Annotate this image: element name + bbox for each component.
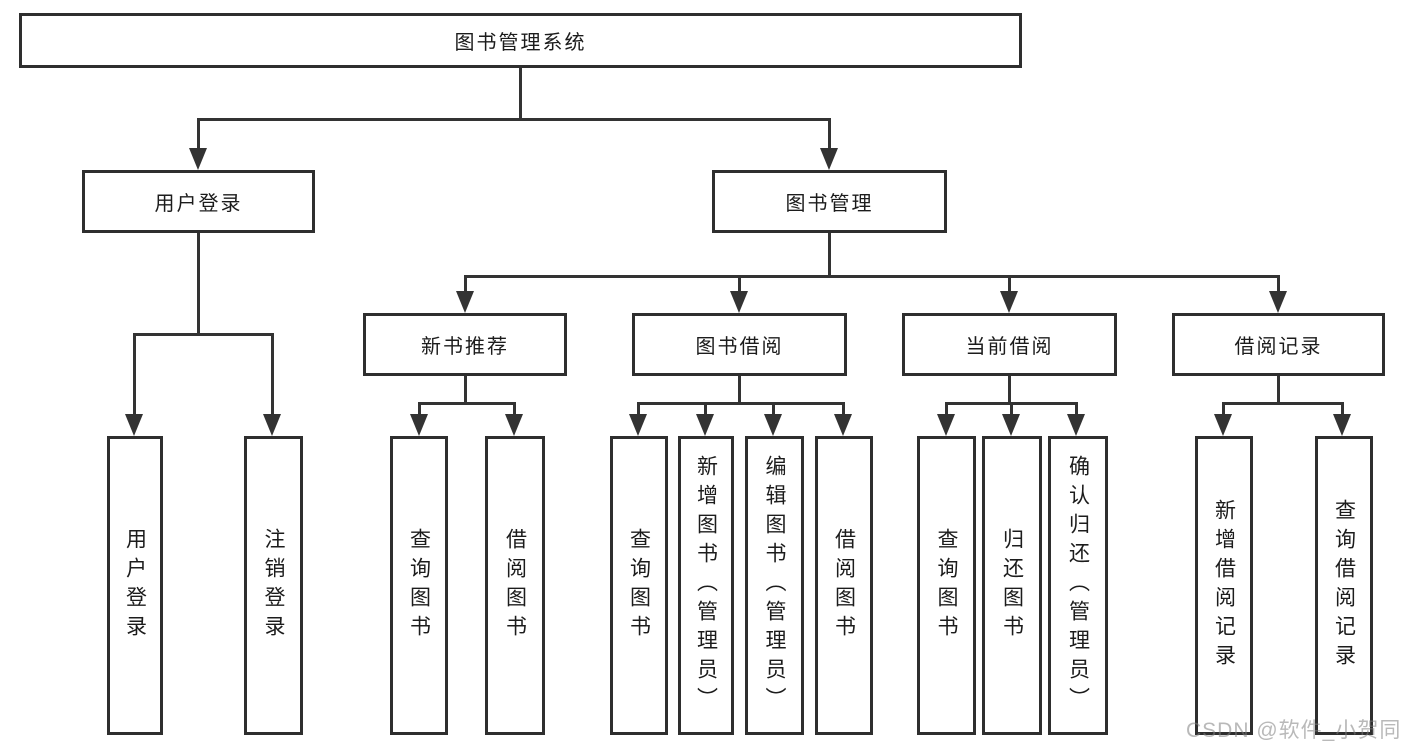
arrowhead-icon — [125, 414, 143, 436]
connector-line — [1222, 402, 1225, 414]
connector-line — [1277, 376, 1280, 405]
leaf-return-books: 归还图书 — [982, 436, 1042, 735]
connector-line — [1008, 376, 1011, 405]
connector-line — [197, 118, 830, 121]
arrowhead-icon — [1002, 414, 1020, 436]
connector-line — [464, 275, 1279, 278]
connector-line — [738, 275, 741, 293]
leaf-add-borrow-record: 新增借阅记录 — [1195, 436, 1253, 735]
leaf-edit-books-admin: 编辑图书（管理员） — [745, 436, 804, 735]
leaf-confirm-return-admin: 确认归还（管理员） — [1048, 436, 1108, 735]
node-borrow-records: 借阅记录 — [1172, 313, 1385, 376]
arrowhead-icon — [1214, 414, 1232, 436]
node-root-library-system: 图书管理系统 — [19, 13, 1022, 68]
connector-line — [1010, 402, 1013, 414]
connector-line — [637, 402, 640, 414]
connector-line — [828, 233, 831, 278]
node-user-login: 用户登录 — [82, 170, 315, 233]
leaf-query-borrow-record: 查询借阅记录 — [1315, 436, 1373, 735]
connector-line — [197, 118, 200, 148]
leaf-query-books-borrow: 查询图书 — [610, 436, 668, 735]
connector-line — [945, 402, 948, 414]
connector-line — [704, 402, 707, 414]
leaf-borrow-books-recommend: 借阅图书 — [485, 436, 545, 735]
connector-line — [271, 333, 274, 414]
arrowhead-icon — [730, 291, 748, 313]
connector-line — [1075, 402, 1078, 414]
arrowhead-icon — [764, 414, 782, 436]
connector-line — [1222, 402, 1343, 405]
node-new-book-recommend: 新书推荐 — [363, 313, 567, 376]
connector-line — [519, 68, 522, 120]
arrowhead-icon — [505, 414, 523, 436]
arrowhead-icon — [1333, 414, 1351, 436]
leaf-add-books-admin: 新增图书（管理员） — [678, 436, 734, 735]
connector-line — [464, 275, 467, 293]
connector-line — [637, 402, 844, 405]
node-current-borrow: 当前借阅 — [902, 313, 1117, 376]
connector-line — [1008, 275, 1011, 293]
connector-line — [738, 376, 741, 405]
leaf-user-login: 用户登录 — [107, 436, 163, 735]
arrowhead-icon — [937, 414, 955, 436]
leaf-query-books-current: 查询图书 — [917, 436, 976, 735]
connector-line — [418, 402, 421, 414]
connector-line — [842, 402, 845, 414]
arrowhead-icon — [834, 414, 852, 436]
connector-line — [133, 333, 136, 414]
csdn-watermark: CSDN @软件_小贺同学 — [1186, 719, 1402, 742]
connector-line — [772, 402, 775, 414]
connector-line — [418, 402, 516, 405]
leaf-query-books-recommend: 查询图书 — [390, 436, 448, 735]
arrowhead-icon — [820, 148, 838, 170]
arrowhead-icon — [263, 414, 281, 436]
connector-line — [1277, 275, 1280, 293]
arrowhead-icon — [1067, 414, 1085, 436]
arrowhead-icon — [456, 291, 474, 313]
connector-line — [513, 402, 516, 414]
leaf-borrow-books: 借阅图书 — [815, 436, 873, 735]
node-book-borrow: 图书借阅 — [632, 313, 847, 376]
node-book-management: 图书管理 — [712, 170, 947, 233]
connector-line — [464, 376, 467, 405]
arrowhead-icon — [189, 148, 207, 170]
connector-line — [1341, 402, 1344, 414]
connector-line — [197, 233, 200, 335]
arrowhead-icon — [696, 414, 714, 436]
connector-line — [828, 118, 831, 148]
arrowhead-icon — [1000, 291, 1018, 313]
arrowhead-icon — [629, 414, 647, 436]
arrowhead-icon — [410, 414, 428, 436]
leaf-logout: 注销登录 — [244, 436, 303, 735]
connector-line — [133, 333, 274, 336]
arrowhead-icon — [1269, 291, 1287, 313]
